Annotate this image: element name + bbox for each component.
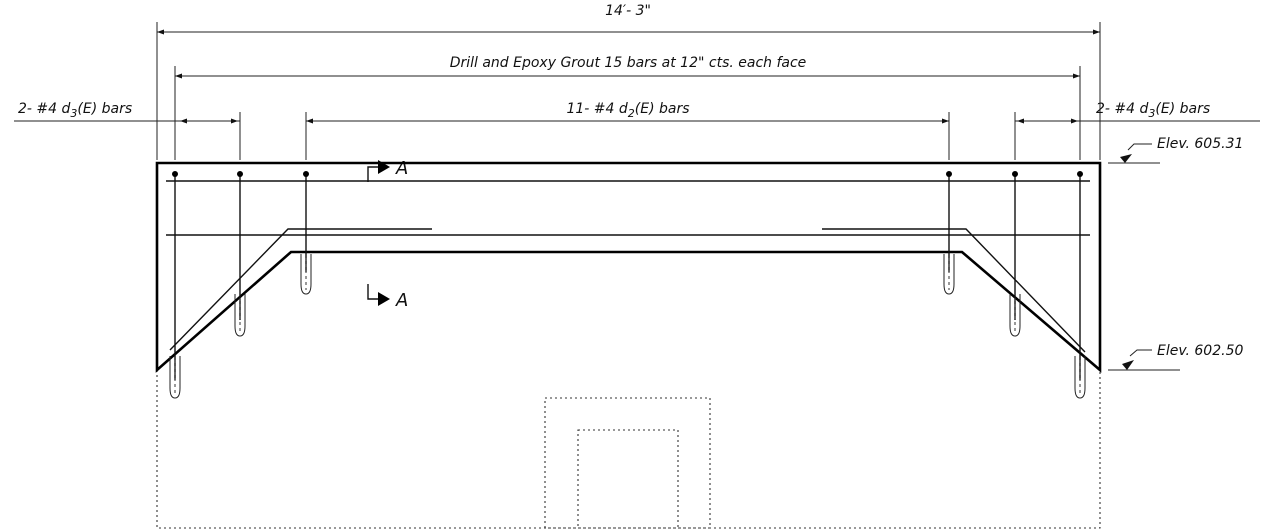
drill-hole	[1009, 294, 1021, 337]
bar-dot	[172, 171, 178, 177]
middle-bars-dimension: 11- #4 d2(E) bars	[305, 101, 950, 160]
middle-bars-text: 11- #4 d2(E) bars	[566, 101, 689, 120]
section-cut-bottom-arrow	[378, 292, 390, 306]
section-cut-bottom-label: A	[395, 290, 408, 311]
elevation-top-leader	[1127, 143, 1152, 151]
cap-outline	[155, 161, 1102, 373]
existing-opening-outer	[544, 397, 711, 529]
elevation-bottom-arrow	[1122, 360, 1134, 370]
existing-opening-inner	[577, 429, 679, 529]
section-cut-bottom: A	[367, 284, 408, 311]
left-bars-dimension: 2- #4 d3(E) bars	[14, 101, 241, 160]
bar-dot	[237, 171, 243, 177]
existing-pier-outline	[156, 370, 1101, 529]
bar-dot	[303, 171, 309, 177]
drill-hole	[943, 254, 955, 295]
drill-hole	[300, 254, 312, 295]
drill-epoxy-dimension: Drill and Epoxy Grout 15 bars at 12" cts…	[174, 55, 1081, 160]
existing-column-outline	[156, 370, 1101, 529]
drill-epoxy-text: Drill and Epoxy Grout 15 bars at 12" cts…	[450, 55, 807, 71]
overall-dimension: 14′- 3"	[156, 3, 1101, 160]
overall-dimension-text: 14′- 3"	[605, 3, 651, 19]
section-cut-top: A	[367, 158, 408, 182]
right-bent-bar	[822, 228, 1086, 353]
bar-dot	[946, 171, 952, 177]
left-bars-text: 2- #4 d3(E) bars	[18, 101, 132, 120]
left-bent-bar	[169, 228, 432, 351]
elevation-top: Elev. 605.31	[1108, 136, 1243, 164]
section-cut-top-line	[367, 166, 378, 182]
section-cut-top-label: A	[395, 158, 408, 179]
elevation-top-text: Elev. 605.31	[1157, 136, 1243, 152]
elevation-bottom-text: Elev. 602.50	[1157, 343, 1243, 359]
bar-dot	[1077, 171, 1083, 177]
bar-dot	[1012, 171, 1018, 177]
elevation-bottom-leader	[1129, 349, 1152, 357]
drill-hole	[169, 356, 181, 399]
epoxy-holes	[169, 254, 1086, 399]
elevation-top-arrow	[1120, 154, 1132, 163]
right-bars-text: 2- #4 d3(E) bars	[1096, 101, 1210, 120]
dowel-bars	[172, 171, 1083, 380]
drill-hole	[234, 294, 246, 337]
drill-hole	[1074, 356, 1086, 399]
elevation-bottom: Elev. 602.50	[1108, 343, 1243, 371]
right-bars-dimension: 2- #4 d3(E) bars	[1014, 101, 1260, 160]
reinforcement	[166, 180, 1090, 353]
section-cut-bottom-line	[367, 284, 378, 300]
